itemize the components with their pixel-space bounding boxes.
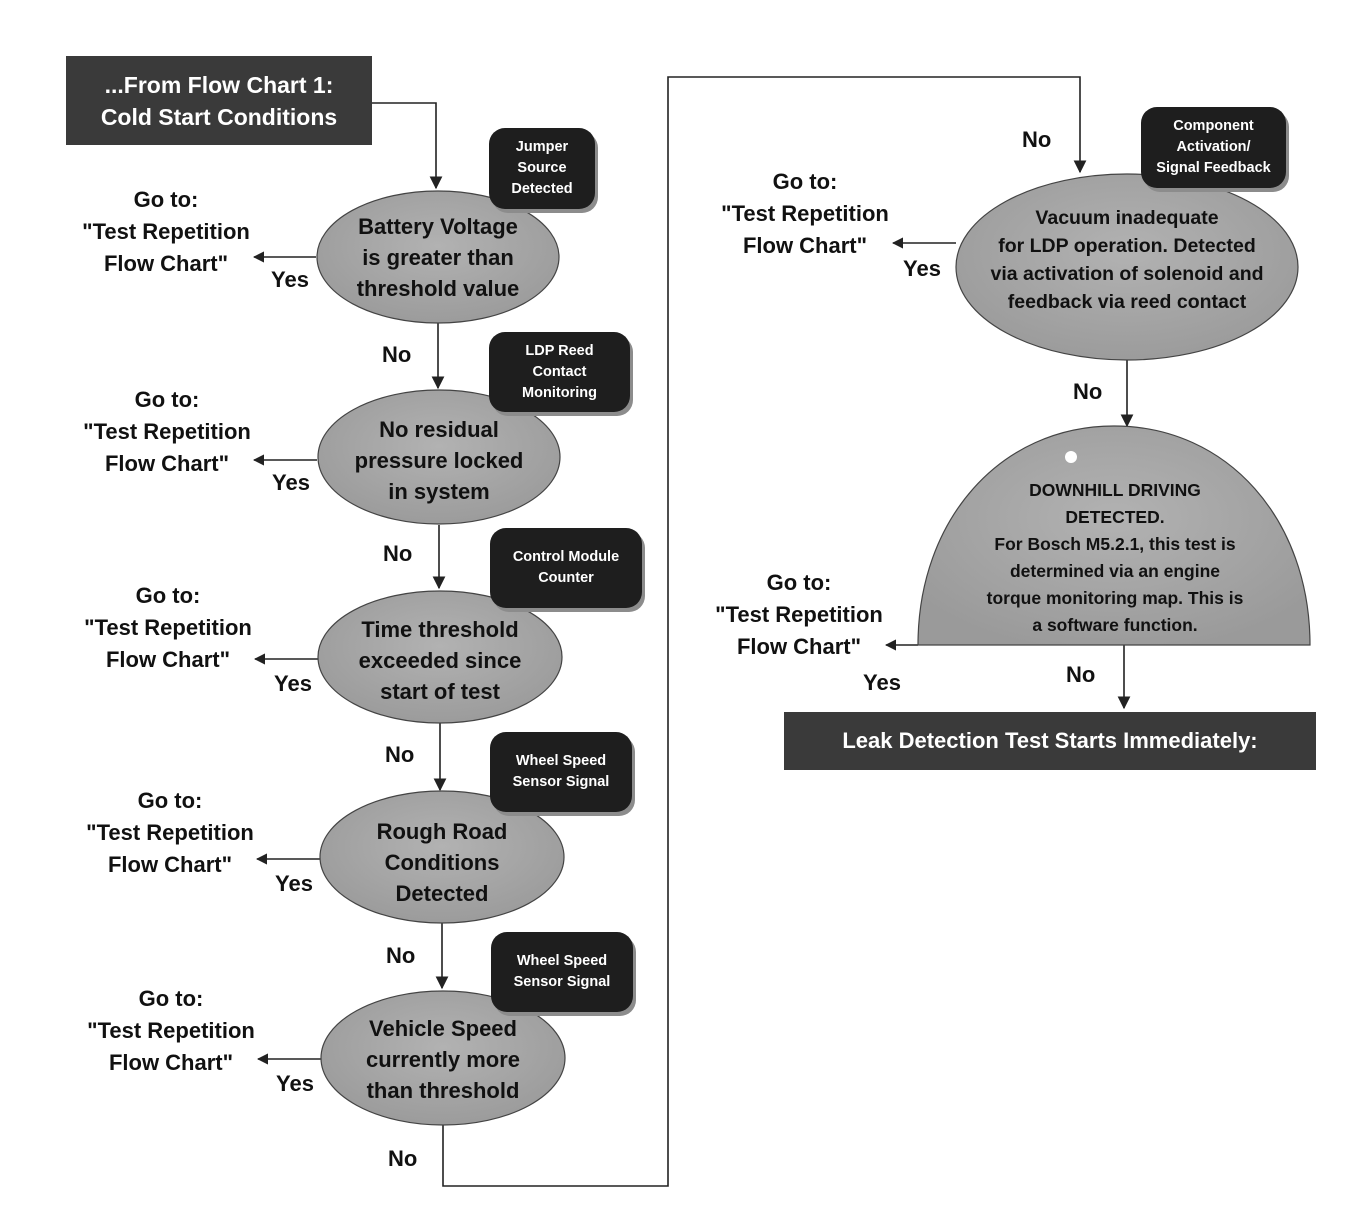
badge-component-activation: Component Activation/ Signal Feedback	[1141, 107, 1286, 188]
decision-oval-residual-pressure	[317, 389, 561, 525]
connector-speed-to-vacuum	[442, 76, 1087, 1187]
goto-label-3: Go to: "Test Repetition Flow Chart"	[84, 583, 252, 672]
badge-control-module: Control Module Counter	[490, 528, 642, 608]
decision-text-rough-road: Rough Road Conditions Detected	[376, 818, 508, 906]
yes-label-7: Yes	[863, 670, 901, 695]
decision-dome-downhill	[917, 425, 1311, 646]
connector-start-to-battery	[372, 102, 443, 190]
start-box-line-2: Cold Start Conditions	[100, 103, 338, 130]
goto-label-1: Go to: "Test Repetition Flow Chart"	[82, 187, 250, 276]
no-label-8: No	[1066, 662, 1096, 687]
start-box: ...From Flow Chart 1: Cold Start Conditi…	[66, 56, 372, 145]
no-label-4: No	[386, 943, 416, 968]
decision-oval-rough-road	[319, 790, 565, 924]
goto-label-4: Go to: "Test Repetition Flow Chart"	[86, 788, 254, 877]
goto-label-2: Go to: "Test Repetition Flow Chart"	[83, 387, 251, 476]
no-label-2: No	[383, 541, 413, 566]
badge-ldp-reed: LDP Reed Contact Monitoring	[489, 332, 630, 412]
highlight-dot	[1065, 451, 1077, 463]
decision-text-battery-voltage: Battery Voltage is greater than threshol…	[356, 213, 520, 301]
decision-text-time-threshold: Time threshold exceeded since start of t…	[358, 616, 522, 704]
decision-text-residual-pressure: No residual pressure locked in system	[354, 416, 524, 504]
goto-label-7: Go to: "Test Repetition Flow Chart"	[715, 570, 883, 659]
yes-label-3: Yes	[274, 671, 312, 696]
badge-wheel-speed-1: Wheel Speed Sensor Signal	[490, 732, 632, 812]
decision-oval-battery-voltage	[316, 190, 560, 324]
start-box-line-1: ...From Flow Chart 1:	[104, 71, 334, 98]
no-label-7: No	[1073, 379, 1103, 404]
goto-label-5: Go to: "Test Repetition Flow Chart"	[87, 986, 255, 1075]
yes-label-6: Yes	[903, 256, 941, 281]
end-box-text: Leak Detection Test Starts Immediately:	[842, 728, 1258, 753]
yes-label-5: Yes	[276, 1071, 314, 1096]
yes-label-1: Yes	[271, 267, 309, 292]
end-box: Leak Detection Test Starts Immediately:	[784, 712, 1316, 770]
no-label-6: No	[1022, 127, 1052, 152]
badge-jumper-source: Jumper Source Detected	[489, 128, 595, 209]
badge-wheel-speed-2: Wheel Speed Sensor Signal	[491, 932, 633, 1012]
decision-text-vacuum: Vacuum inadequate for LDP operation. Det…	[990, 207, 1264, 313]
yes-label-2: Yes	[272, 470, 310, 495]
no-label-1: No	[382, 342, 412, 367]
yes-label-4: Yes	[275, 871, 313, 896]
no-label-5: No	[388, 1146, 418, 1171]
decision-oval-vacuum	[955, 173, 1299, 361]
decision-text-downhill: DOWNHILL DRIVING DETECTED. For Bosch M5.…	[986, 480, 1244, 635]
goto-label-6: Go to: "Test Repetition Flow Chart"	[721, 169, 889, 258]
decision-text-vehicle-speed: Vehicle Speed currently more than thresh…	[365, 1015, 521, 1103]
decision-oval-vehicle-speed	[320, 990, 566, 1126]
decision-oval-time-threshold	[317, 590, 563, 724]
no-label-3: No	[385, 742, 415, 767]
